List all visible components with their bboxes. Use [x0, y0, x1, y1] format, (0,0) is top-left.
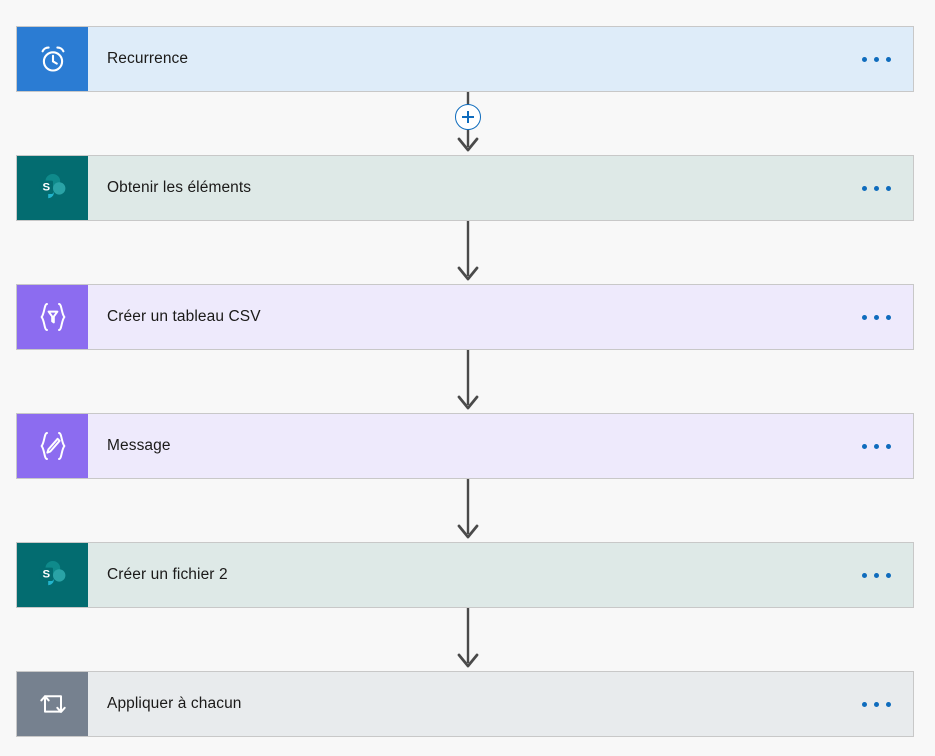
- node-body: Message: [88, 414, 913, 478]
- loop-repeat-icon: [17, 672, 88, 736]
- sharepoint-icon: S: [17, 543, 88, 607]
- flow-node-appliquer-a-chacun[interactable]: Appliquer à chacun: [16, 671, 914, 737]
- flow-node-creer-un-fichier-2[interactable]: S Créer un fichier 2: [16, 542, 914, 608]
- node-title: Créer un fichier 2: [107, 566, 228, 583]
- menu-dot: [874, 572, 879, 578]
- node-overflow-menu-button[interactable]: [858, 567, 895, 584]
- flow-connector-message-to-creer-un-fichier-2: [0, 479, 935, 542]
- menu-dot: [886, 701, 891, 707]
- sharepoint-icon: S: [17, 156, 88, 220]
- menu-dot: [886, 572, 891, 578]
- menu-dot: [862, 56, 867, 62]
- node-body: Recurrence: [88, 27, 913, 91]
- menu-dot: [862, 572, 867, 578]
- node-overflow-menu-button[interactable]: [858, 309, 895, 326]
- add-step-button[interactable]: [455, 104, 481, 130]
- menu-dot: [886, 314, 891, 320]
- node-overflow-menu-button[interactable]: [858, 51, 895, 68]
- flow-node-message[interactable]: Message: [16, 413, 914, 479]
- node-title: Appliquer à chacun: [107, 695, 242, 712]
- svg-text:S: S: [42, 569, 50, 581]
- node-title: Recurrence: [107, 50, 189, 67]
- braces-funnel-icon: [17, 285, 88, 349]
- menu-dot: [874, 443, 879, 449]
- node-title: Message: [107, 437, 171, 454]
- node-overflow-menu-button[interactable]: [858, 696, 895, 713]
- braces-pencil-icon: [17, 414, 88, 478]
- menu-dot: [886, 185, 891, 191]
- node-overflow-menu-button[interactable]: [858, 180, 895, 197]
- node-body: Appliquer à chacun: [88, 672, 913, 736]
- alarm-clock-icon: [17, 27, 88, 91]
- menu-dot: [886, 443, 891, 449]
- menu-dot: [862, 701, 867, 707]
- menu-dot: [886, 56, 891, 62]
- menu-dot: [874, 56, 879, 62]
- node-title: Obtenir les éléments: [107, 179, 252, 196]
- node-body: Créer un tableau CSV: [88, 285, 913, 349]
- menu-dot: [874, 314, 879, 320]
- node-overflow-menu-button[interactable]: [858, 438, 895, 455]
- menu-dot: [862, 314, 867, 320]
- flow-connector-obtenir-les-elements-to-creer-un-tableau-csv: [0, 221, 935, 284]
- flow-connector-creer-un-tableau-csv-to-message: [0, 350, 935, 413]
- node-title: Créer un tableau CSV: [107, 308, 261, 325]
- flow-node-creer-un-tableau-csv[interactable]: Créer un tableau CSV: [16, 284, 914, 350]
- menu-dot: [862, 185, 867, 191]
- flow-node-recurrence[interactable]: Recurrence: [16, 26, 914, 92]
- flow-node-obtenir-les-elements[interactable]: S Obtenir les éléments: [16, 155, 914, 221]
- menu-dot: [874, 701, 879, 707]
- svg-text:S: S: [42, 182, 50, 194]
- menu-dot: [874, 185, 879, 191]
- menu-dot: [862, 443, 867, 449]
- flow-connector-creer-un-fichier-2-to-appliquer-a-chacun: [0, 608, 935, 671]
- node-body: Créer un fichier 2: [88, 543, 913, 607]
- node-body: Obtenir les éléments: [88, 156, 913, 220]
